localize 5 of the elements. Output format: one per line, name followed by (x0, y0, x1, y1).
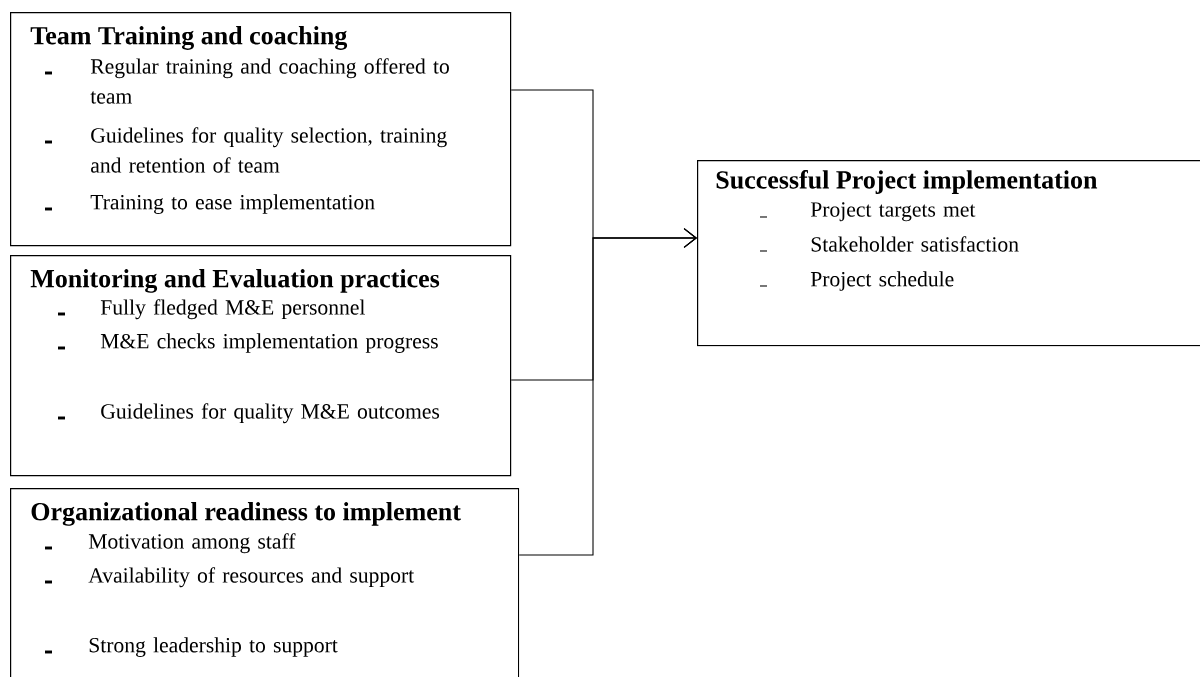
text-box: Organizational readiness to implement Motivation among staff Availability of resources and support Strong leadership to support (10, 488, 520, 677)
connector-arrow (518, 228, 697, 556)
text-box: Monitoring and Evaluation practices Fully fledged M&E personnel M&E checks implementation progress Guidelines for quality M&E outcomes (10, 255, 512, 477)
text-box: Team Training and coaching Regular training and coaching offered to team Guidelines for quality selection, training and retention of team Training to ease implementation (10, 12, 512, 247)
text-box: Successful Project implementation Project targets met Stakeholder satisfaction Project schedule (697, 160, 1200, 347)
